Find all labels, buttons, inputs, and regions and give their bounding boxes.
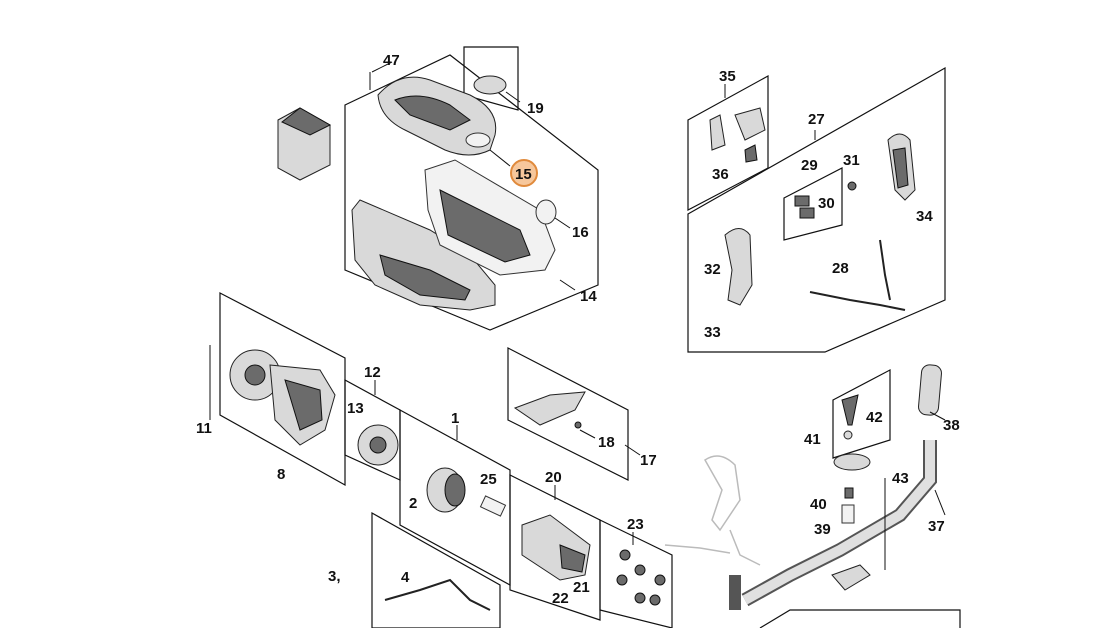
callout-27[interactable]: 27 xyxy=(808,111,825,128)
rotor-part xyxy=(357,424,399,466)
frame-bottom-right xyxy=(759,609,961,628)
callout-23[interactable]: 23 xyxy=(627,516,644,533)
callout-11[interactable]: 11 xyxy=(196,420,212,437)
spring-39-part xyxy=(841,504,855,524)
callout-17[interactable]: 17 xyxy=(640,452,657,469)
callout-28[interactable]: 28 xyxy=(832,260,849,277)
spring-40-part xyxy=(844,487,854,499)
callout-39[interactable]: 39 xyxy=(814,521,831,538)
cover-block-part xyxy=(277,107,332,181)
housing-lower-part xyxy=(351,199,496,311)
highlight-callout-15[interactable] xyxy=(510,159,538,187)
clip-31-part xyxy=(847,181,857,191)
callout-2[interactable]: 2 xyxy=(409,495,417,512)
leader-lines xyxy=(209,61,946,570)
callout-42[interactable]: 42 xyxy=(866,409,883,426)
trigger-parts-36 xyxy=(709,107,766,163)
switch-part xyxy=(794,195,815,219)
gasket-part xyxy=(535,199,557,225)
frame-housing-14 xyxy=(344,54,599,331)
frame-19 xyxy=(463,46,519,111)
callout-33[interactable]: 33 xyxy=(704,324,721,341)
callout-3[interactable]: 3, xyxy=(328,568,341,585)
callout-20[interactable]: 20 xyxy=(545,469,562,486)
handle-27-part xyxy=(887,133,916,201)
frame-8 xyxy=(219,292,346,487)
cable-28-part xyxy=(809,239,906,311)
screw-18-part xyxy=(574,421,582,429)
callout-22[interactable]: 22 xyxy=(552,590,569,607)
housing-cover-part xyxy=(377,76,497,156)
grip-handle-part xyxy=(724,228,753,306)
callout-35[interactable]: 35 xyxy=(719,68,736,85)
callout-16[interactable]: 16 xyxy=(572,224,589,241)
callout-37[interactable]: 37 xyxy=(928,518,945,535)
callout-41[interactable]: 41 xyxy=(804,431,821,448)
callout-29[interactable]: 29 xyxy=(801,157,818,174)
callout-32[interactable]: 32 xyxy=(704,261,721,278)
ghost-cable-outline xyxy=(664,544,731,554)
frame-35 xyxy=(687,74,769,211)
frame-23 xyxy=(599,519,673,628)
frame-27 xyxy=(687,66,946,353)
callout-1[interactable]: 1 xyxy=(451,410,459,427)
fasteners-23-part xyxy=(616,549,666,606)
ghost-handle-outline xyxy=(704,455,761,566)
callout-4[interactable]: 4 xyxy=(401,569,410,586)
frame-20 xyxy=(509,474,601,621)
tool-41-part xyxy=(841,394,859,426)
callout-38[interactable]: 38 xyxy=(943,417,960,434)
callout-21[interactable]: 21 xyxy=(573,579,590,596)
callout-36[interactable]: 36 xyxy=(712,166,729,183)
clamp-bottom-part xyxy=(831,564,871,591)
frame-41 xyxy=(832,369,891,459)
bar-37-inner xyxy=(742,440,935,605)
callout-14[interactable]: 14 xyxy=(580,288,597,305)
fan-housing-part xyxy=(229,349,336,446)
frame-3 xyxy=(371,511,501,628)
frame-17 xyxy=(507,347,629,481)
motor-part xyxy=(426,467,507,517)
callout-8[interactable]: 8 xyxy=(277,466,285,483)
callout-15[interactable]: 15 xyxy=(515,166,532,183)
callout-40[interactable]: 40 xyxy=(810,496,827,513)
callout-19[interactable]: 19 xyxy=(527,100,544,117)
callout-43[interactable]: 43 xyxy=(892,470,909,487)
callout-18[interactable]: 18 xyxy=(598,434,615,451)
callout-13[interactable]: 13 xyxy=(347,400,364,417)
frame-29 xyxy=(783,167,843,241)
washer-42-part xyxy=(843,430,853,440)
callout-30[interactable]: 30 xyxy=(818,195,835,212)
callout-47[interactable]: 47 xyxy=(383,52,400,69)
gearbox-part xyxy=(521,514,591,581)
callout-12[interactable]: 12 xyxy=(364,364,381,381)
grip-38-part xyxy=(918,364,942,416)
cover-plate-part xyxy=(473,75,507,95)
chassis-part xyxy=(424,159,556,276)
callout-31[interactable]: 31 xyxy=(843,152,860,169)
clamp-top-part xyxy=(833,453,871,471)
callout-34[interactable]: 34 xyxy=(916,208,933,225)
callout-25[interactable]: 25 xyxy=(480,471,497,488)
cover-17-part xyxy=(513,391,586,426)
wiring-harness-part xyxy=(384,578,491,611)
